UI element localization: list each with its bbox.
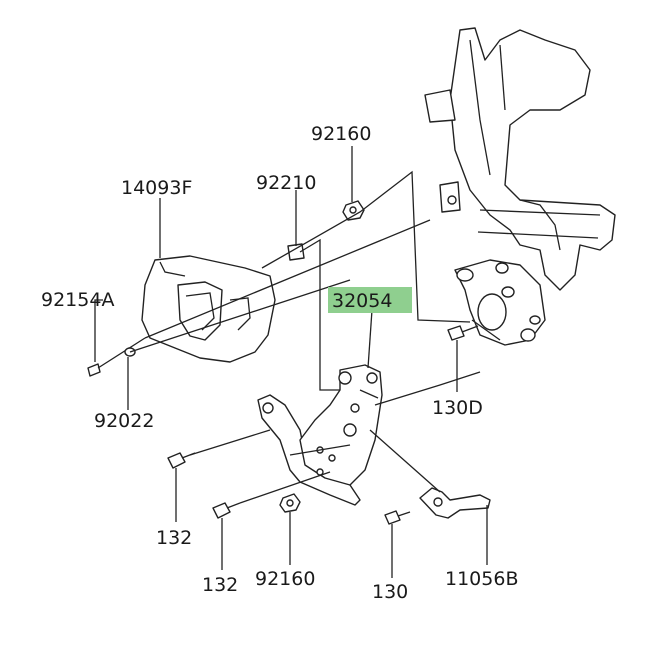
label-92160-bottom: 92160 <box>255 568 315 590</box>
label-130D: 130D <box>432 397 483 419</box>
label-132-a: 132 <box>156 527 192 549</box>
bracket-32054 <box>257 364 383 506</box>
bolt-132-b <box>212 502 241 519</box>
collar-92210 <box>287 243 305 261</box>
side-cover-14093F <box>141 255 276 363</box>
leader-lines <box>94 146 488 578</box>
label-14093F: 14093F <box>121 177 192 199</box>
label-132-b: 132 <box>202 574 238 596</box>
frame-assembly <box>424 27 616 346</box>
assembly-lines <box>129 170 501 504</box>
label-32054: 32054 <box>332 290 392 312</box>
bracket-11056B <box>419 487 491 519</box>
label-92210: 92210 <box>256 172 316 194</box>
label-130: 130 <box>372 581 408 603</box>
bolt-130 <box>384 510 411 525</box>
label-92160-top: 92160 <box>311 123 371 145</box>
callout-labels: 14093F 92154A 92022 92210 92160 32054 13… <box>41 123 518 603</box>
nut-92160-bottom <box>279 493 301 513</box>
label-92022: 92022 <box>94 410 154 432</box>
label-11056B: 11056B <box>445 568 518 590</box>
highlight-32054 <box>328 287 412 313</box>
bolt-92154A <box>87 337 146 377</box>
nut-92160-top <box>342 200 365 221</box>
label-92154A: 92154A <box>41 289 114 311</box>
bolt-130D <box>447 325 479 341</box>
